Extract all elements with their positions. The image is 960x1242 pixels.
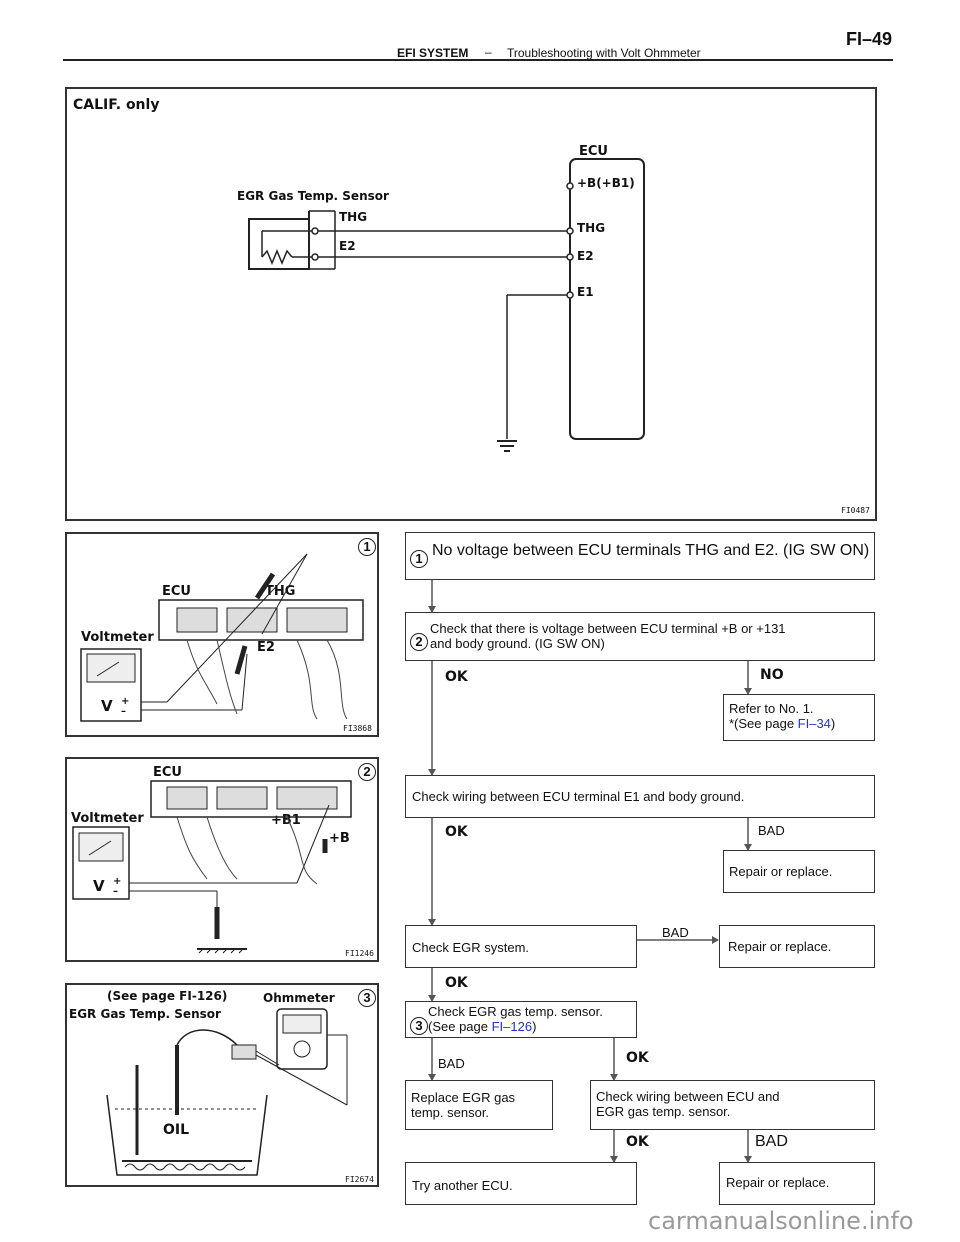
wiring-diagram-panel: CALIF. only ECU EGR Gas Temp. Sensor THG… [65, 87, 877, 521]
illus3-code: FI2674 [345, 1175, 374, 1184]
illus2-ecu-label: ECU [153, 765, 182, 780]
refer-line1: Refer to No. 1. [729, 701, 814, 716]
illus1-ecu-label: ECU [162, 584, 191, 599]
sensor-pin-e2: E2 [339, 239, 356, 253]
check-egr-system-text: Check EGR system. [412, 940, 530, 955]
illus1-v-label: V [101, 697, 113, 715]
wiring-e1-bad-label: BAD [758, 823, 785, 838]
illustration-step-1: 1 ECU THG E2 Voltmeter V + – FI3868 [65, 532, 379, 737]
wiring-sensor-line1: Check wiring between ECU and [596, 1089, 780, 1104]
step-3-line2: (See page FI–126) [428, 1019, 632, 1034]
header-dash: – [485, 45, 492, 59]
check-wiring-e1-text: Check wiring between ECU terminal E1 and… [412, 789, 745, 804]
illus1-plus: + [121, 696, 130, 707]
calif-only-label: CALIF. only [73, 97, 160, 113]
illus1-code: FI3868 [343, 724, 372, 733]
refer-see-prefix: *(See page [729, 716, 798, 731]
fig-code: FI0487 [841, 506, 870, 515]
illus1-minus: – [121, 706, 126, 717]
repair-box-3: Repair or replace. [719, 1162, 875, 1205]
refer-line2: *(See page FI–34) [729, 716, 870, 731]
step-3-bad-label: BAD [438, 1056, 465, 1071]
step-3-page-link[interactable]: FI–126 [491, 1019, 533, 1034]
check-wiring-sensor-box: Check wiring between ECU and EGR gas tem… [590, 1080, 875, 1130]
repair-3-text: Repair or replace. [726, 1175, 830, 1190]
ecu-label: ECU [579, 144, 608, 159]
header-subtitle: Troubleshooting with Volt Ohmmeter [507, 46, 701, 60]
step-3-see-prefix: (See page [428, 1019, 492, 1034]
wiring-sensor-ok-label: OK [626, 1134, 649, 1150]
start-condition-text: No voltage between ECU terminals THG and… [432, 542, 870, 559]
wiring-sensor-bad-label: BAD [755, 1133, 788, 1150]
check-egr-system-box: Check EGR system. [405, 925, 637, 968]
repair-1-text: Repair or replace. [729, 864, 833, 879]
illus2-minus: – [113, 886, 118, 897]
wiring-sensor-line2: EGR gas temp. sensor. [596, 1104, 731, 1119]
flow-step-1-number: 1 [410, 550, 428, 568]
illus1-voltmeter-label: Voltmeter [81, 630, 154, 645]
illustration-1-number: 1 [358, 538, 376, 556]
start-condition-box: No voltage between ECU terminals THG and… [405, 532, 875, 580]
refer-page-link[interactable]: FI–34 [797, 716, 831, 731]
ecu-pin-thg: THG [577, 221, 606, 235]
illus2-code: FI1246 [345, 949, 374, 958]
sensor-label: EGR Gas Temp. Sensor [237, 189, 389, 203]
step-2-line1: Check that there is voltage between ECU … [430, 621, 786, 636]
step-2-ok-label: OK [445, 669, 468, 685]
illus3-ohmmeter-label: Ohmmeter [263, 991, 335, 1005]
illustration-2-number: 2 [358, 763, 376, 781]
refer-see-suffix: ) [830, 716, 836, 731]
sensor-pin-thg: THG [339, 210, 368, 224]
ecu-pin-b: +B(+B1) [577, 176, 635, 190]
repair-box-2: Repair or replace. [719, 925, 875, 968]
illus2-v-label: V [93, 877, 105, 895]
step-2-box: Check that there is voltage between ECU … [405, 612, 875, 661]
step-3-ok-label: OK [626, 1050, 649, 1066]
illus2-b-label: +B [329, 831, 350, 846]
try-another-ecu-text: Try another ECU. [412, 1178, 513, 1193]
replace-sensor-line2: temp. sensor. [411, 1105, 490, 1120]
illus2-voltmeter-label: Voltmeter [71, 811, 144, 826]
ecu-pin-e2: E2 [577, 249, 594, 263]
check-wiring-e1-box: Check wiring between ECU terminal E1 and… [405, 775, 875, 818]
illus3-see-page: (See page FI-126) [107, 989, 228, 1003]
try-another-ecu-box: Try another ECU. [405, 1162, 637, 1205]
ohmmeter-oil-drawing [106, 1008, 348, 1176]
ecu-pin-e1: E1 [577, 285, 594, 299]
illus3-oil-label: OIL [163, 1122, 190, 1138]
illustration-3-number: 3 [358, 989, 376, 1007]
voltmeter-ground-drawing [72, 780, 352, 954]
flow-step-3-number: 3 [410, 1017, 428, 1035]
header-section: EFI SYSTEM [397, 46, 469, 60]
flow-step-2-number: 2 [410, 633, 428, 651]
repair-box-1: Repair or replace. [723, 850, 875, 893]
watermark-text: carmanualsonline.info [648, 1207, 914, 1235]
replace-sensor-line1: Replace EGR gas [411, 1090, 516, 1105]
step-2-line2: and body ground. (IG SW ON) [430, 636, 605, 651]
illus3-sensor-label: EGR Gas Temp. Sensor [69, 1007, 221, 1021]
step-3-box: Check EGR gas temp. sensor. (See page FI… [405, 1001, 637, 1038]
step-3-line1: Check EGR gas temp. sensor. [428, 1004, 603, 1019]
page-number: FI–49 [846, 29, 893, 49]
illus1-e2-label: E2 [257, 640, 275, 655]
egr-system-bad-label: BAD [662, 925, 689, 940]
replace-sensor-box: Replace EGR gas temp. sensor. [405, 1080, 553, 1130]
illus2-plus: + [113, 876, 122, 887]
voltmeter-ecu-drawing [80, 553, 364, 722]
wiring-schematic [248, 158, 645, 452]
illustration-step-2: 2 ECU +B1 +B Voltmeter V + – FI1246 [65, 757, 379, 962]
step-3-see-suffix: ) [532, 1019, 537, 1034]
refer-box: Refer to No. 1. *(See page FI–34) [723, 694, 875, 741]
egr-system-ok-label: OK [445, 975, 468, 991]
repair-2-text: Repair or replace. [728, 939, 832, 954]
header-rule [63, 59, 893, 61]
wiring-e1-ok-label: OK [445, 824, 468, 840]
illustration-step-3: 3 (See page FI-126) EGR Gas Temp. Sensor… [65, 983, 379, 1187]
step-2-no-label: NO [760, 667, 784, 683]
